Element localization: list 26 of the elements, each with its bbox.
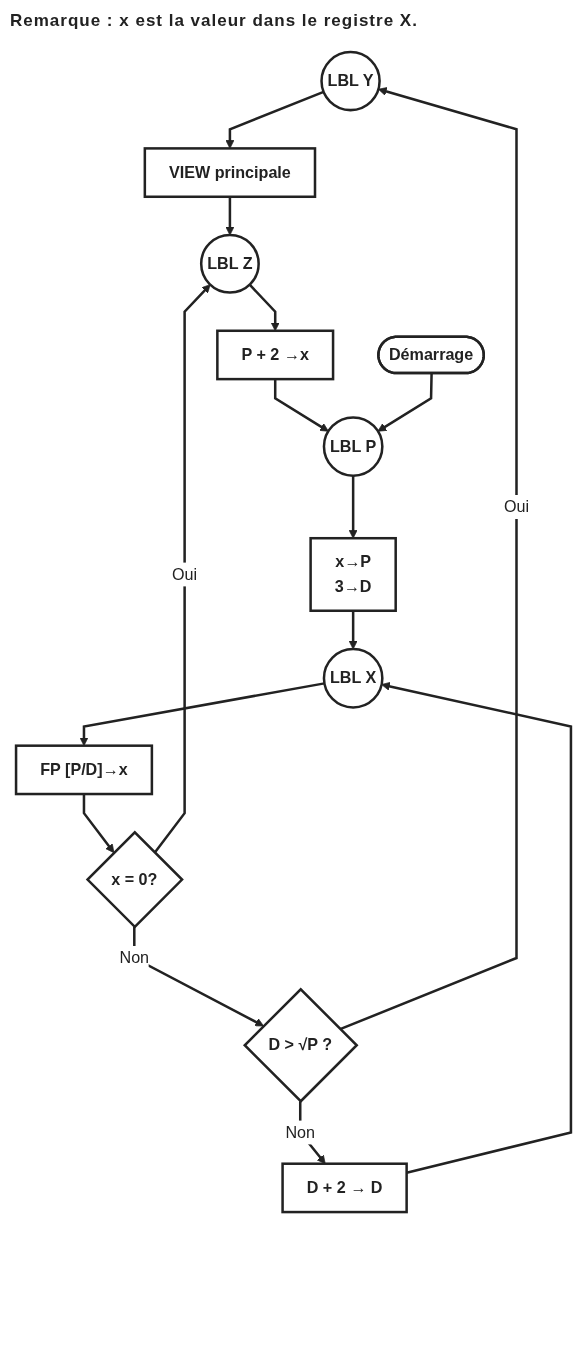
arrow <box>273 379 329 432</box>
edge-label: Non <box>285 1123 316 1141</box>
arrow <box>377 373 433 432</box>
node-circle: LBL X <box>322 647 384 709</box>
node-circle: LBL P <box>322 416 384 477</box>
arrow <box>339 87 518 1031</box>
arrow <box>153 284 211 854</box>
node-box: x→P 3→D <box>309 536 397 612</box>
node-diamond: x = 0? <box>85 830 184 929</box>
arrow <box>82 794 115 854</box>
note-text: Remarque : x est la valeur dans le registre X. <box>10 10 419 32</box>
node-diamond: D > √P ? <box>242 987 359 1104</box>
node-box: D + 2 → D <box>281 1162 408 1214</box>
node-box: P + 2 →x <box>216 329 335 381</box>
node-box: FP [P/D]→x <box>14 744 154 796</box>
arrow <box>225 90 325 149</box>
edge-label: Oui <box>503 497 530 516</box>
arrow <box>381 681 573 1174</box>
arrow <box>348 610 358 650</box>
node-box: VIEW principale <box>143 147 317 198</box>
edge-label: Non <box>119 948 150 967</box>
node-circle: LBL Z <box>199 233 260 294</box>
arrow <box>348 475 358 539</box>
arrow <box>225 196 235 236</box>
edge-label: Oui <box>172 565 198 583</box>
node-circle: LBL Y <box>320 50 381 112</box>
